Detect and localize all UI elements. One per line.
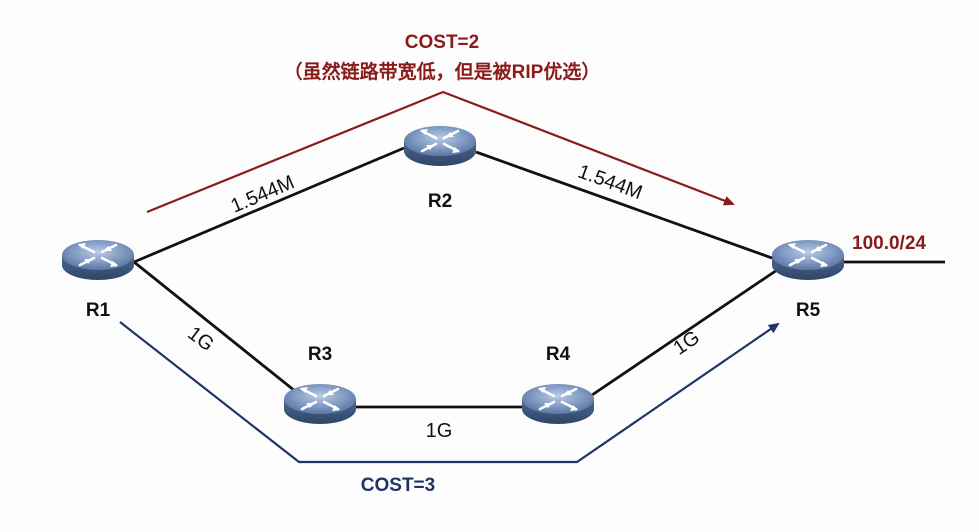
link-label-r1-r3: 1G xyxy=(183,322,218,356)
preferred-path-cost: COST=2 xyxy=(405,32,479,53)
router-icon xyxy=(520,382,596,426)
alternate-path-arrow xyxy=(119,321,780,464)
router-icon xyxy=(282,382,358,426)
router-r2[interactable] xyxy=(402,124,478,168)
router-label-r1: R1 xyxy=(86,300,111,321)
link-r4-r5 xyxy=(591,266,781,397)
router-r5[interactable] xyxy=(770,238,846,282)
destination-network-label: 100.0/24 xyxy=(852,233,926,254)
router-r4[interactable] xyxy=(520,382,596,426)
link-label-r1-r2: 1.544M xyxy=(228,171,298,217)
alternate-path-cost: COST=3 xyxy=(361,475,435,496)
preferred-path-arrow xyxy=(146,90,735,214)
router-label-r5: R5 xyxy=(796,300,821,321)
router-label-r3: R3 xyxy=(308,344,332,365)
link-label-r4-r5: 1G xyxy=(669,326,703,359)
router-label-r2: R2 xyxy=(428,191,452,212)
router-label-r4: R4 xyxy=(546,344,571,365)
router-icon xyxy=(60,238,136,282)
link-r2-r5 xyxy=(475,150,773,260)
link-r1-r3 xyxy=(133,260,301,397)
link-label-r3-r4: 1G xyxy=(426,420,453,442)
router-r3[interactable] xyxy=(282,382,358,426)
router-r1[interactable] xyxy=(60,238,136,282)
link-r1-r2 xyxy=(133,146,405,264)
router-icon xyxy=(402,124,478,168)
preferred-path-note: （虽然链路带宽低，但是被RIP优选） xyxy=(284,60,601,83)
router-icon xyxy=(770,238,846,282)
